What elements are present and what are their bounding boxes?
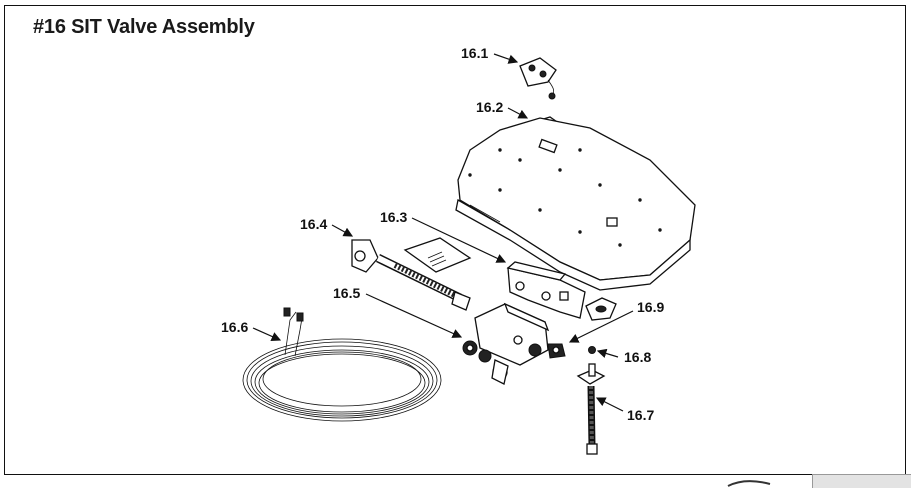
callout-16-7: 16.7 [627, 407, 654, 423]
part-16-1-switch [519, 57, 557, 100]
instruction-tag [403, 237, 472, 273]
callout-16-8: 16.8 [624, 349, 651, 365]
corner-mark [727, 480, 771, 487]
callout-16-6: 16.6 [221, 319, 248, 335]
part-16-3-bracket [506, 261, 586, 319]
valve-outlet-fitting [547, 343, 566, 359]
callout-16-5: 16.5 [333, 285, 360, 301]
callout-16-1: 16.1 [461, 45, 488, 61]
part-16-8-orifice [588, 346, 596, 354]
part-16-7-pilot-tube [576, 363, 606, 455]
part-16-4-thermocouple-line [351, 239, 471, 311]
callout-16-3: 16.3 [380, 209, 407, 225]
valve-mounting-plate [455, 117, 696, 291]
callout-16-2: 16.2 [476, 99, 503, 115]
part-16-6-wire-harness [242, 307, 442, 422]
callout-16-4: 16.4 [300, 216, 327, 232]
callout-16-9: 16.9 [637, 299, 664, 315]
diagram-frame [4, 5, 906, 475]
part-16-9-gasket [585, 297, 617, 321]
page-tab [812, 474, 911, 488]
part-16-5-gas-valve [462, 302, 550, 385]
callout-leaders [252, 53, 634, 412]
diagram-title: #16 SIT Valve Assembly [33, 16, 255, 38]
